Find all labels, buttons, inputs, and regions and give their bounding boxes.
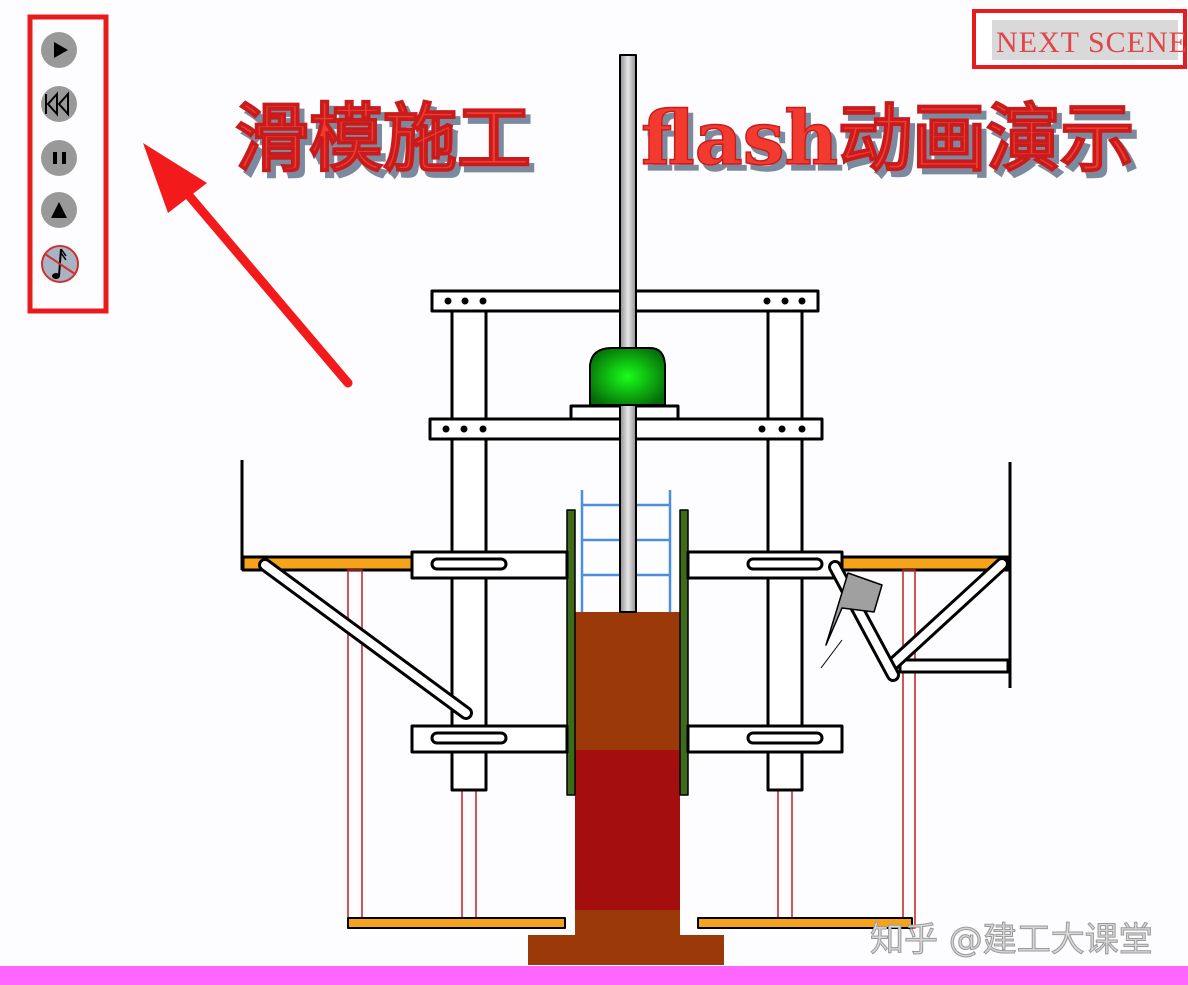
- climbing-rod: [619, 54, 637, 613]
- rewind-icon: [45, 91, 69, 117]
- right-platform: [838, 555, 1010, 572]
- trowel-tool: [825, 572, 883, 646]
- watermark: 知乎 @建工大课堂: [870, 920, 1153, 960]
- eject-button[interactable]: [41, 192, 77, 228]
- next-scene-button[interactable]: NEXT SCENE: [972, 9, 1188, 69]
- pointer-arrow: [143, 143, 353, 388]
- hydraulic-jack: [589, 347, 666, 406]
- play-icon: [54, 42, 68, 58]
- slipform-diagram: [240, 54, 1012, 965]
- pause-icon: [53, 152, 66, 164]
- rewind-button[interactable]: [41, 86, 77, 122]
- pause-button[interactable]: [41, 140, 77, 176]
- title-part1: 滑模施工: [235, 96, 531, 182]
- page-title: 滑模施工 flash动画演示: [234, 95, 1135, 183]
- floor-bar: [0, 966, 1188, 985]
- title-part2: flash动画演示: [641, 96, 1134, 182]
- playback-controls-panel: [27, 14, 109, 314]
- play-button[interactable]: [41, 32, 77, 68]
- mute-button[interactable]: [41, 245, 79, 283]
- music-muted-icon: [44, 248, 76, 279]
- next-scene-label: NEXT SCENE: [996, 26, 1188, 59]
- eject-icon: [51, 202, 67, 218]
